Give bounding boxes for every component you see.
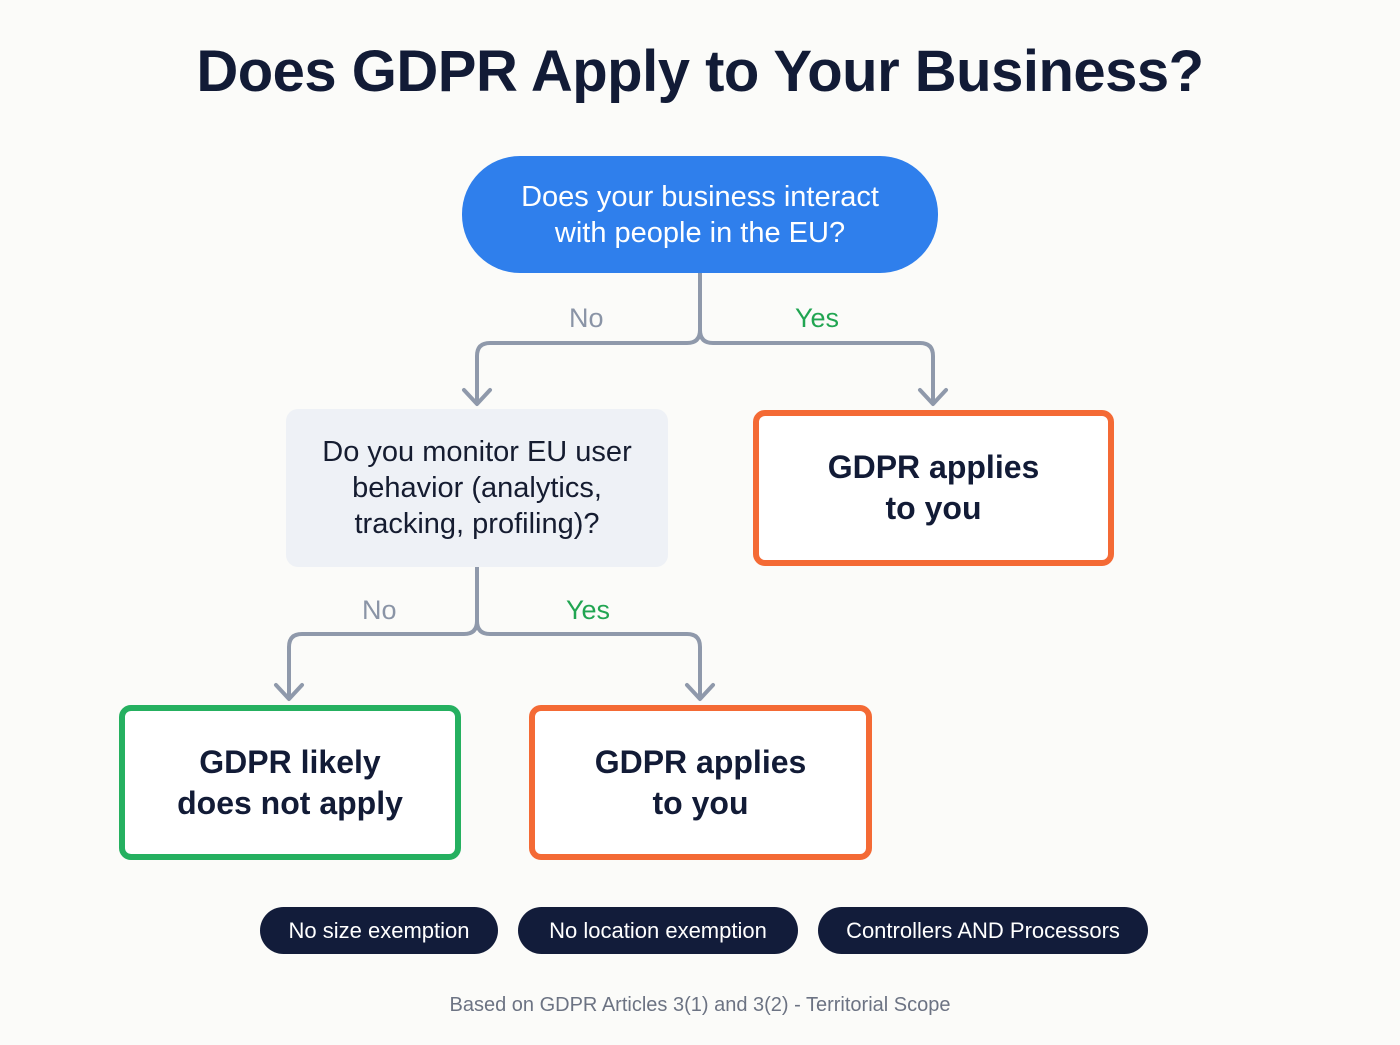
arrow-down-icon <box>918 388 948 406</box>
result-line-1: GDPR applies <box>594 743 807 780</box>
result-gdpr-applies-top: GDPR applies to you <box>753 410 1114 566</box>
connector-q2-yes <box>475 619 702 699</box>
branch-1-yes-label: Yes <box>795 303 840 333</box>
result-line-2: does not apply <box>177 784 403 821</box>
page-title: Does GDPR Apply to Your Business? <box>196 39 1204 104</box>
connector-start-stem <box>475 271 702 404</box>
arrow-down-icon <box>274 683 304 701</box>
result-gdpr-not-apply: GDPR likely does not apply <box>119 705 461 860</box>
source-footnote: Based on GDPR Articles 3(1) and 3(2) - T… <box>449 994 951 1016</box>
connector-start-yes <box>698 328 935 404</box>
start-question-line-1: Does your business interact <box>521 180 879 213</box>
result-line-1: GDPR likely <box>199 743 381 780</box>
monitoring-question-line-1: Do you monitor EU user <box>322 436 632 468</box>
branch-2-no-label: No <box>362 595 397 625</box>
result-line-2: to you <box>652 784 749 821</box>
result-line-1: GDPR applies <box>827 449 1040 485</box>
monitoring-decision-node: Do you monitor EU user behavior (analyti… <box>286 409 668 567</box>
monitoring-question-line-2: behavior (analytics, <box>352 472 602 504</box>
monitoring-question-line-3: tracking, profiling)? <box>354 508 600 540</box>
tag-controllers-and-processors: Controllers AND Processors <box>818 907 1148 954</box>
tag-no-location-exemption: No location exemption <box>518 907 798 954</box>
tag-no-size-exemption: No size exemption <box>260 907 498 954</box>
branch-1-no-label: No <box>569 303 604 333</box>
arrow-down-icon <box>685 683 715 701</box>
result-gdpr-applies-bottom: GDPR applies to you <box>529 705 872 860</box>
result-line-2: to you <box>885 490 982 526</box>
connector-q2-stem <box>287 565 479 699</box>
branch-2-yes-label: Yes <box>566 595 611 625</box>
start-question-line-2: with people in the EU? <box>554 216 846 249</box>
arrow-down-icon <box>462 388 492 406</box>
start-decision-node: Does your business interact with people … <box>462 156 938 273</box>
